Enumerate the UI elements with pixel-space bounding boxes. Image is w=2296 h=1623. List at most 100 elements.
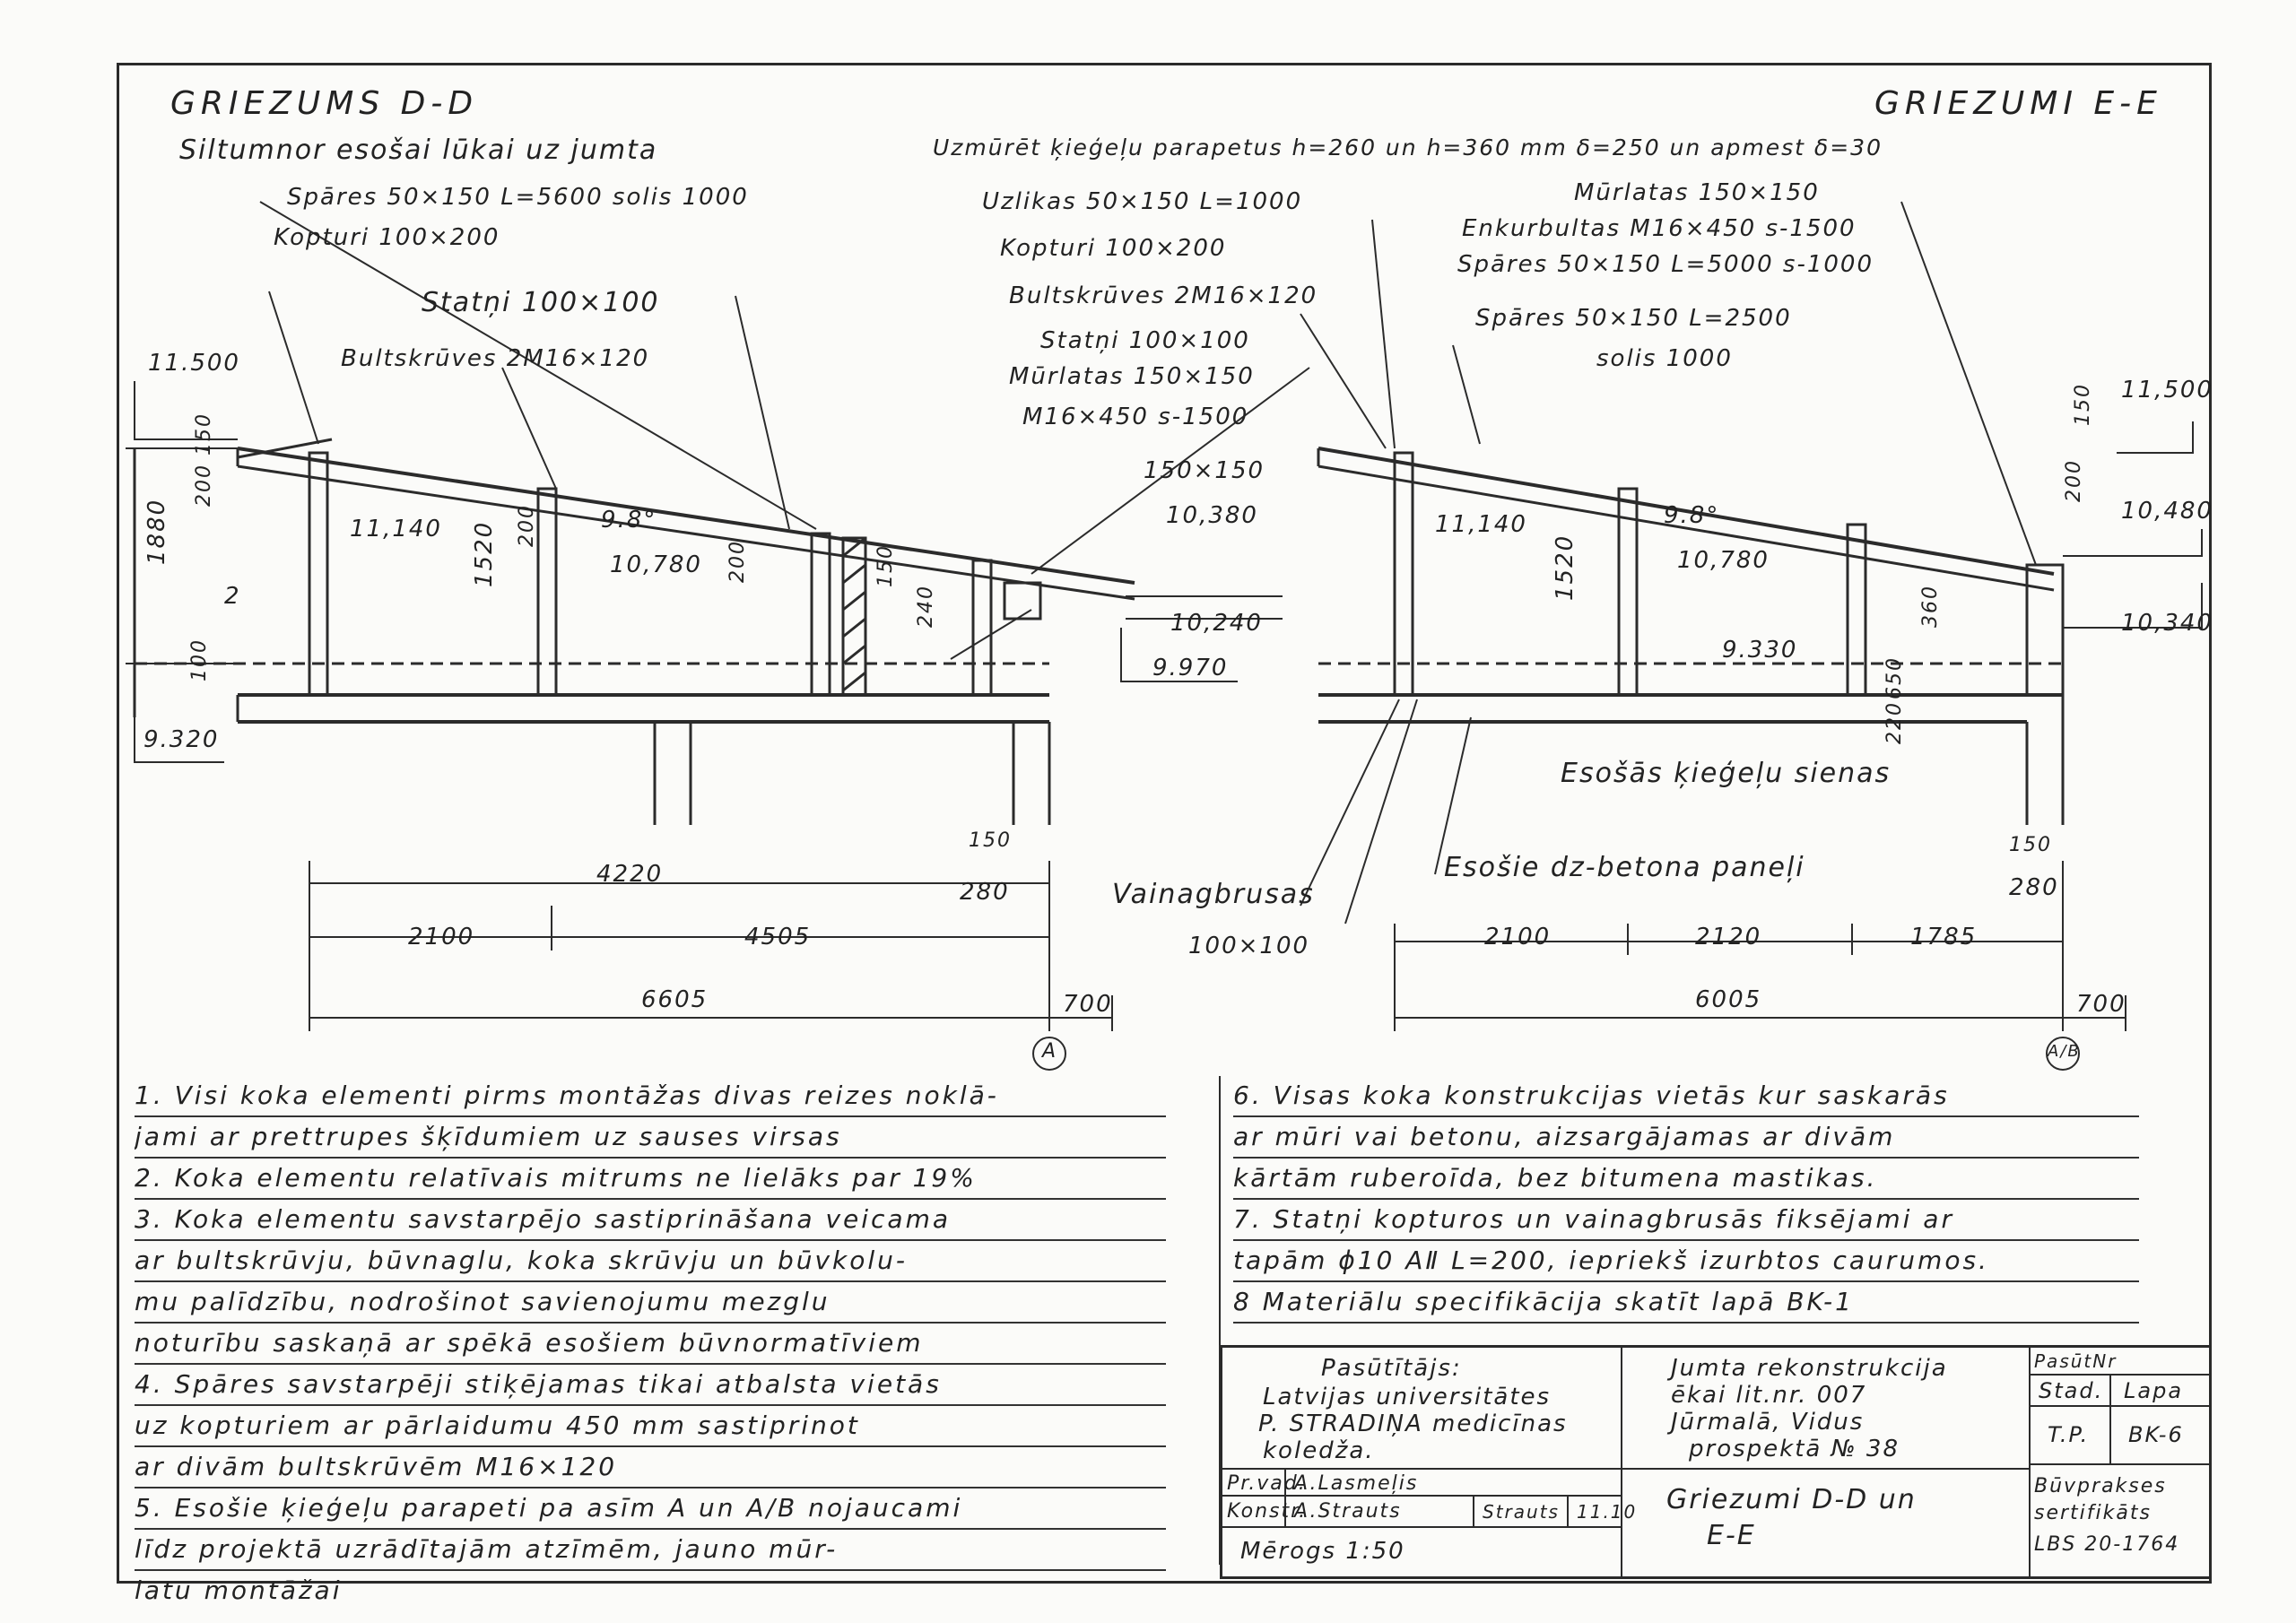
dim-2100-left: 2100: [408, 924, 475, 950]
label-vainag-dim: 100×100: [1188, 933, 1310, 959]
note-line: 4. Spāres savstarpēji stiķējamas tikai a…: [135, 1365, 1166, 1406]
dim-360: 360: [1919, 585, 1942, 628]
note-line: latu montāžai: [135, 1575, 343, 1605]
note-line: 8 Materiālu specifikācija skatīt lapā BK…: [1233, 1282, 2139, 1324]
label-statni-mid: Statņi 100×100: [1040, 327, 1250, 354]
dim-150x150: 150×150: [1144, 457, 1265, 484]
label-vainagbrusas: Vainagbrusas: [1112, 879, 1315, 910]
elev-10380: 10,380: [1166, 502, 1258, 529]
dim-2120: 2120: [1695, 924, 1762, 950]
dim-6605: 6605: [641, 986, 709, 1013]
tb-pasutitajs-2: P. STRADIŅA medicīnas: [1258, 1410, 1568, 1437]
dim-280-left: 280: [960, 879, 1010, 906]
tb-cert-2: sertifikāts: [2034, 1502, 2152, 1524]
elev-11500: 11.500: [148, 350, 240, 377]
tb-konstr-name: A.Strauts: [1294, 1500, 1402, 1523]
note-line: uz kopturiem ar pārlaidumu 450 mm sastip…: [135, 1406, 1166, 1447]
elev-9970: 9.970: [1152, 655, 1229, 681]
tb-merogs: Mērogs 1:50: [1240, 1538, 1405, 1565]
elev-11500-right: 11,500: [2121, 377, 2213, 404]
note-line: 6. Visas koka konstrukcijas vietās kur s…: [1233, 1076, 2139, 1117]
dim-9330: 9.330: [1722, 637, 1798, 664]
dim-1785: 1785: [1910, 924, 1978, 950]
note-line: jami ar prettrupes šķīdumiem uz sauses v…: [135, 1117, 1166, 1159]
tb-project-4: prospektā № 38: [1689, 1436, 1900, 1462]
title-section-e-e: GRIEZUMI E-E: [1874, 85, 2162, 122]
tb-sheet-title-1: Griezumi D-D un: [1666, 1484, 1917, 1515]
label-bultskruves: Bultskrūves 2M16×120: [341, 345, 650, 372]
dim-6005: 6005: [1695, 986, 1762, 1013]
drawing-frame: [117, 63, 2212, 1584]
dim-200b: 200: [726, 540, 749, 583]
note-line: līdz projektā uzrādītajām atzīmēm, jauno…: [135, 1530, 1166, 1571]
dim-200-right: 200: [2063, 459, 2085, 502]
label-enkurbultas: Enkurbultas M16×450 s-1500: [1462, 215, 1857, 242]
dim-1880: 1880: [144, 498, 170, 565]
elev-10340: 10,340: [2121, 610, 2213, 637]
tb-pr-vad-role: Pr.vad.: [1227, 1472, 1307, 1495]
label-bultskruves-mid: Bultskrūves 2M16×120: [1009, 282, 1318, 309]
elev-10780: 10,780: [610, 551, 702, 578]
tb-stad-heading: Stad.: [2039, 1378, 2104, 1403]
tb-cert-3: LBS 20-1764: [2034, 1533, 2180, 1556]
tb-project-3: Jūrmalā, Vidus: [1671, 1409, 1865, 1436]
note-line: tapām ϕ10 AⅡ L=200, iepriekš izurbtos ca…: [1233, 1241, 2139, 1282]
label-siltumnor: Siltumnor esošai lūkai uz jumta: [179, 135, 658, 166]
label-spares: Spāres 50×150 L=5600 solis 1000: [287, 184, 749, 211]
tb-pasutitajs-1: Latvijas universitātes: [1263, 1384, 1552, 1410]
label-esosas-sienas: Esošās ķieģeļu sienas: [1561, 758, 1892, 789]
dim-150-left: 150: [969, 829, 1012, 852]
label-kopturi: Kopturi 100×200: [274, 224, 500, 251]
tb-pr-vad-name: A.Lasmeļis: [1294, 1472, 1419, 1495]
elev-10780-right: 10,780: [1677, 547, 1770, 574]
note-line: 1. Visi koka elementi pirms montāžas div…: [135, 1076, 1166, 1117]
notes-right: 6. Visas koka konstrukcijas vietās kur s…: [1233, 1076, 2139, 1324]
label-kopturi-mid: Kopturi 100×200: [1000, 235, 1227, 262]
dim-150-right-b: 150: [2009, 834, 2052, 856]
label-murlatas-right: Mūrlatas 150×150: [1574, 179, 1820, 206]
dim-200a: 200: [516, 504, 538, 547]
dim-1520: 1520: [471, 520, 498, 587]
tb-project-2: ēkai lit.nr. 007: [1671, 1382, 1867, 1409]
title-section-d-d: GRIEZUMS D-D: [170, 85, 479, 122]
dim-9-8: 9.8°: [601, 507, 657, 534]
label-spares1: Spāres 50×150 L=5000 s-1000: [1457, 251, 1874, 278]
note-line: 7. Statņi kopturos un vainagbrusās fiksē…: [1233, 1200, 2139, 1241]
note-line: mu palīdzību, nodrošinot savienojumu mez…: [135, 1282, 1166, 1324]
elev-11140: 11,140: [350, 516, 442, 542]
note-line: 3. Koka elementu savstarpējo sastiprināš…: [135, 1200, 1166, 1241]
note-line: 5. Esošie ķieģeļu parapeti pa asīm A un …: [135, 1488, 1166, 1530]
dim-220: 220: [1883, 701, 1906, 744]
dim-2100-right: 2100: [1484, 924, 1552, 950]
label-uzmuret: Uzmūrēt ķieģeļu parapetus h=260 un h=360…: [933, 135, 1883, 161]
section-e-e: [1317, 201, 2203, 1071]
tb-pasutnr: PasūtNr: [2034, 1350, 2118, 1372]
elev-11140-right: 11,140: [1435, 511, 1527, 538]
dim-1520-right: 1520: [1552, 534, 1578, 601]
tb-cert-1: Būvprakses: [2034, 1475, 2167, 1497]
label-statni: Statņi 100×100: [422, 287, 660, 318]
dim-700-left: 700: [1063, 991, 1113, 1018]
dim-650: 650: [1883, 656, 1906, 699]
dim-9-8-right: 9.8°: [1664, 502, 1720, 529]
dim-2: 2: [224, 583, 241, 610]
tb-project-1: Jumta rekonstrukcija: [1671, 1355, 1948, 1382]
axis-ab: A/B: [2048, 1042, 2081, 1061]
section-d-d: [126, 201, 1135, 1071]
axis-a: A: [1042, 1040, 1058, 1063]
label-esosie-paneli: Esošie dz-betona paneļi: [1444, 852, 1805, 883]
tb-stad: T.P.: [2048, 1422, 2090, 1447]
tb-konstr-role: Konstr.: [1227, 1500, 1308, 1523]
label-uzlikas: Uzlikas 50×150 L=1000: [982, 188, 1303, 215]
note-line: 2. Koka elementu relatīvais mitrums ne l…: [135, 1159, 1166, 1200]
note-line: ar bultskrūvju, būvnaglu, koka skrūvju u…: [135, 1241, 1166, 1282]
elev-10240: 10,240: [1170, 610, 1263, 637]
notes-left: 1. Visi koka elementi pirms montāžas div…: [135, 1076, 1166, 1610]
note-line: noturību saskaņā ar spēkā esošiem būvnor…: [135, 1324, 1166, 1365]
dim-150-right: 150: [2072, 383, 2094, 426]
label-m16: M16×450 s-1500: [1022, 404, 1249, 430]
dim-100: 100: [188, 638, 211, 681]
note-line: ar divām bultskrūvēm M16×120: [135, 1447, 1166, 1488]
elev-9320: 9.320: [144, 726, 220, 753]
